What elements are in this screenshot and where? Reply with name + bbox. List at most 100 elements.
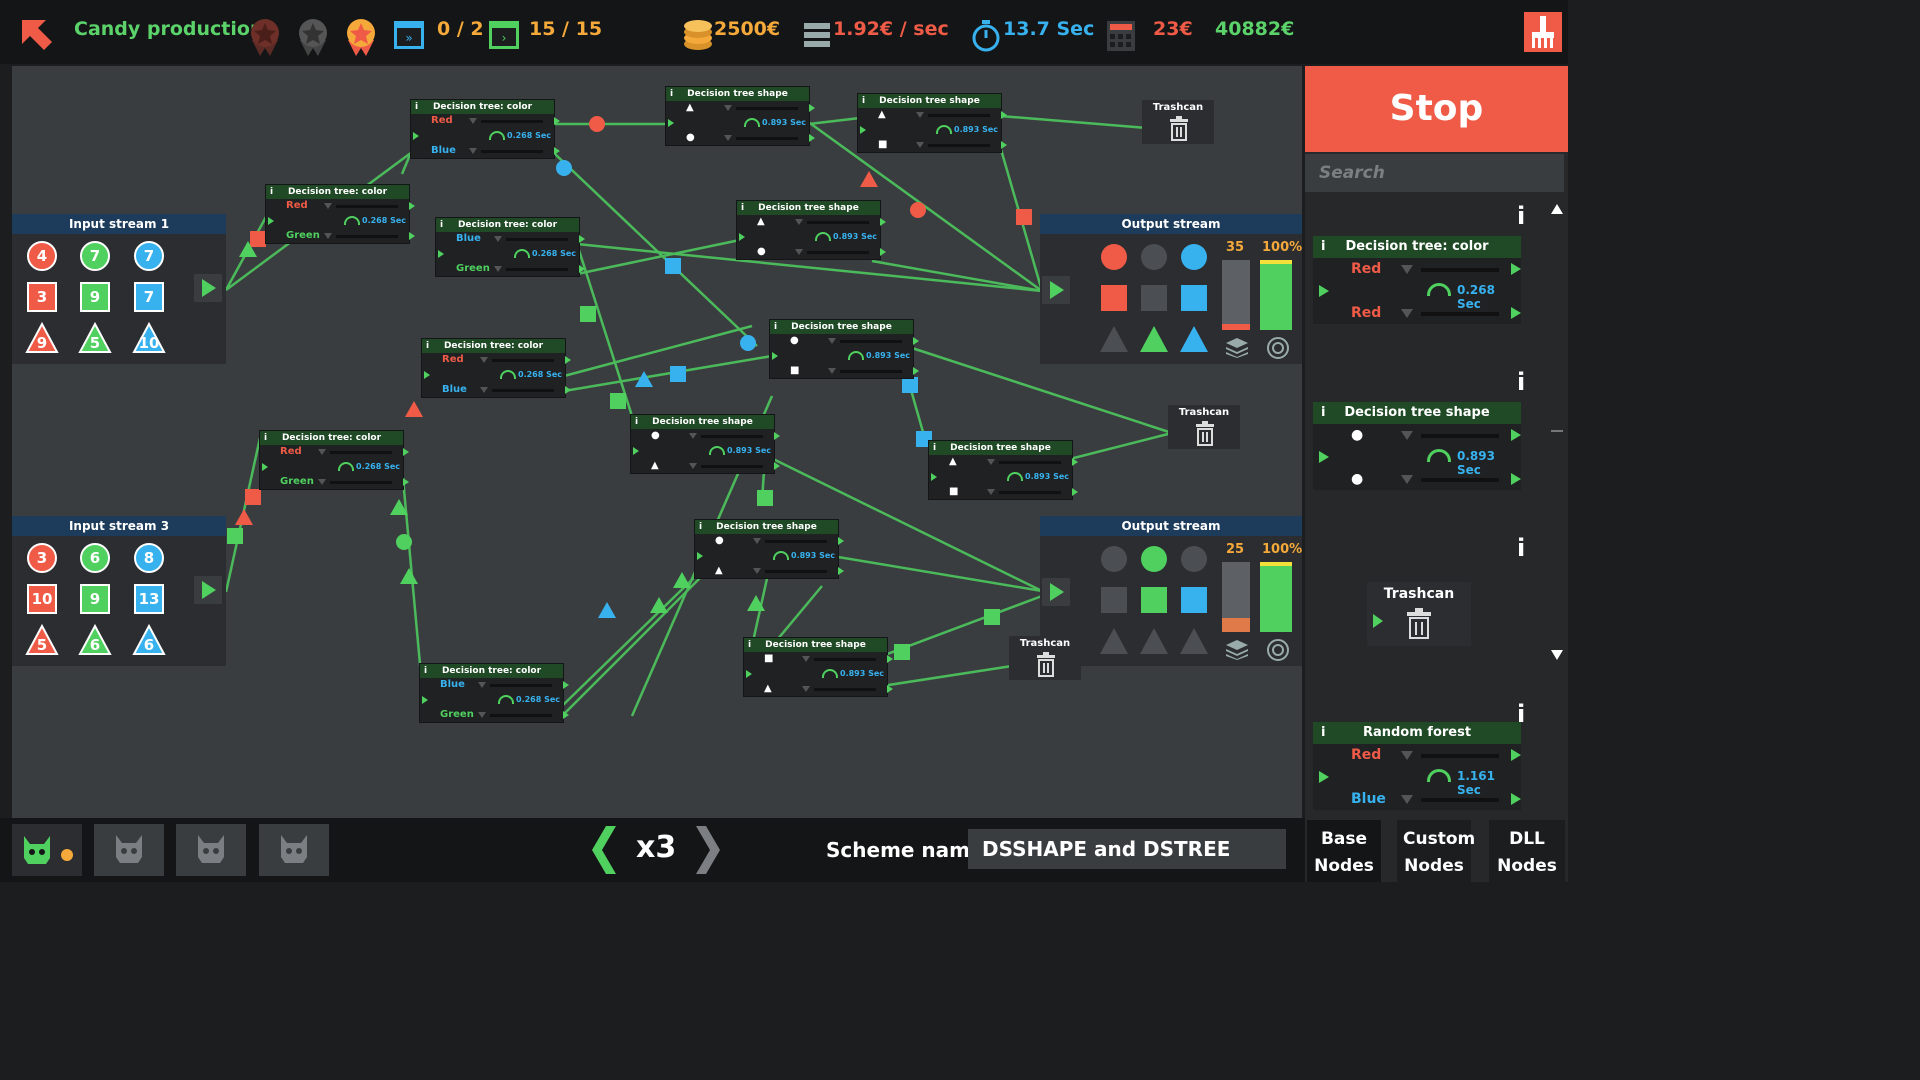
output-pin[interactable] (880, 248, 886, 256)
input-pin[interactable] (697, 552, 703, 560)
speed-up-icon[interactable] (694, 826, 720, 874)
input-stream-3[interactable]: Input stream 3 3 6 8 10 9 13 5 6 6 (12, 516, 226, 666)
dropdown-icon[interactable] (753, 538, 761, 544)
palette-scrollbar[interactable] (1548, 196, 1566, 818)
dropdown-icon[interactable] (689, 433, 697, 439)
info-icon[interactable]: i (1517, 534, 1526, 562)
output-pin[interactable] (565, 386, 571, 394)
dropdown-icon[interactable] (469, 148, 477, 154)
dropdown-icon[interactable] (480, 387, 488, 393)
stop-button[interactable]: Stop (1305, 66, 1568, 152)
scroll-thumb[interactable] (1551, 430, 1563, 432)
output-pin[interactable] (838, 537, 844, 545)
info-icon[interactable]: i (1517, 202, 1526, 230)
info-icon[interactable]: i (424, 666, 428, 676)
output-pin[interactable] (403, 478, 409, 486)
dropdown-icon[interactable] (795, 219, 803, 225)
input-pin[interactable] (860, 126, 866, 134)
slot-empty[interactable] (176, 824, 246, 876)
output-stream-2[interactable]: Output stream 25 100% (1040, 516, 1302, 666)
dropdown-icon[interactable] (689, 463, 697, 469)
input-pin[interactable] (739, 233, 745, 241)
output-pin[interactable] (554, 147, 560, 155)
output-pin[interactable] (880, 218, 886, 226)
dropdown-icon[interactable] (987, 459, 995, 465)
info-icon[interactable]: i (741, 203, 745, 213)
input-pin[interactable] (268, 217, 274, 225)
input-pin[interactable] (746, 670, 752, 678)
slot-empty[interactable] (259, 824, 329, 876)
scroll-up-icon[interactable] (1551, 204, 1563, 214)
dropdown-icon[interactable] (494, 266, 502, 272)
output-pin[interactable] (563, 711, 569, 719)
dropdown-icon[interactable] (324, 203, 332, 209)
output-pin[interactable] (913, 337, 919, 345)
trashcan-node[interactable]: Trashcan (1168, 405, 1240, 449)
scroll-down-icon[interactable] (1551, 650, 1563, 660)
dropdown-icon[interactable] (753, 568, 761, 574)
output-pin[interactable] (409, 202, 415, 210)
info-icon[interactable]: i (748, 640, 752, 650)
output-pin[interactable] (563, 681, 569, 689)
dropdown-icon[interactable] (987, 489, 995, 495)
dropdown-icon[interactable] (478, 682, 486, 688)
input-pin[interactable] (931, 473, 937, 481)
output-pin[interactable] (809, 104, 815, 112)
input-pin[interactable] (668, 119, 674, 127)
output-pin[interactable] (565, 356, 571, 364)
output-pin[interactable] (403, 448, 409, 456)
output-pin[interactable] (554, 117, 560, 125)
input-pin[interactable] (262, 463, 268, 471)
output-pin[interactable] (1001, 141, 1007, 149)
info-icon[interactable]: i (1321, 725, 1326, 740)
info-icon[interactable]: i (1321, 405, 1326, 420)
output-pin[interactable] (887, 655, 893, 663)
dropdown-icon[interactable] (802, 686, 810, 692)
output-pin[interactable] (579, 235, 585, 243)
input-pin[interactable] (424, 371, 430, 379)
info-icon[interactable]: i (1321, 239, 1326, 254)
dropdown-icon[interactable] (802, 656, 810, 662)
info-icon[interactable]: i (426, 341, 430, 351)
info-icon[interactable]: i (635, 417, 639, 427)
info-icon[interactable]: i (670, 89, 674, 99)
info-icon[interactable]: i (264, 433, 268, 443)
slot-empty[interactable] (94, 824, 164, 876)
speed-down-icon[interactable] (592, 826, 618, 874)
dropdown-icon[interactable] (480, 357, 488, 363)
output-pin[interactable] (579, 265, 585, 273)
dropdown-icon[interactable] (324, 233, 332, 239)
dropdown-icon[interactable] (469, 118, 477, 124)
back-arrow-icon[interactable] (18, 16, 56, 54)
input-play-icon[interactable] (1042, 578, 1070, 606)
trashcan-node[interactable]: Trashcan (1009, 636, 1081, 680)
clear-scheme-icon[interactable] (1524, 12, 1562, 52)
dropdown-icon[interactable] (828, 368, 836, 374)
output-play-icon[interactable] (194, 274, 222, 302)
output-pin[interactable] (774, 462, 780, 470)
output-pin[interactable] (1072, 458, 1078, 466)
input-pin[interactable] (422, 696, 428, 704)
dropdown-icon[interactable] (494, 236, 502, 242)
info-icon[interactable]: i (862, 96, 866, 106)
dropdown-icon[interactable] (478, 712, 486, 718)
output-pin[interactable] (887, 685, 893, 693)
output-pin[interactable] (409, 232, 415, 240)
